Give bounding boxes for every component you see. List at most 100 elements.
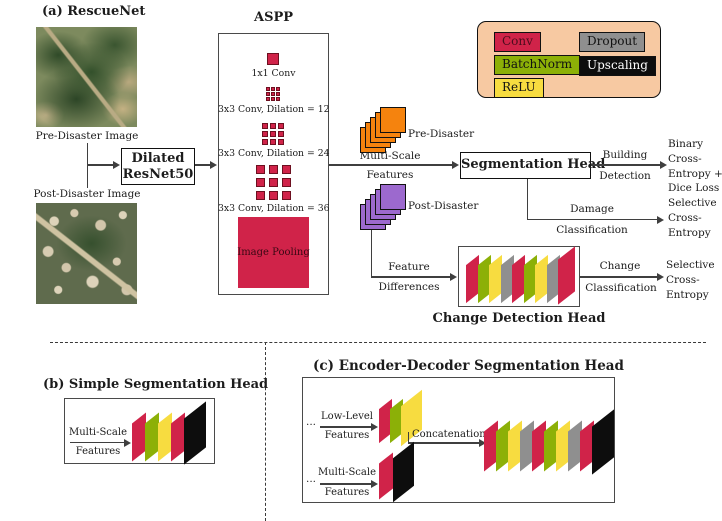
- simple-features-label: Features: [75, 446, 121, 457]
- vertical-dashed-divider: [265, 342, 266, 521]
- simple-head-layer-stack: [132, 401, 212, 465]
- loss-line: Cross-: [668, 152, 702, 165]
- grid-cell: [276, 97, 280, 101]
- grid-cell: [270, 123, 276, 129]
- grid-cell: [270, 139, 276, 145]
- simple-multiscale-label: Multi-Scale: [68, 427, 127, 438]
- layer-plate-conv: [558, 246, 575, 305]
- feature-diff-vline: [370, 230, 372, 277]
- layer-plate-upscaling: [184, 401, 206, 465]
- dilated-resnet50-box: Dilated ResNet50: [121, 148, 195, 185]
- damage-path-vline: [526, 179, 528, 220]
- damage-label: Damage: [570, 203, 614, 215]
- damage-classification-arrowhead-icon: [657, 215, 664, 224]
- grid-cell: [278, 131, 284, 137]
- concat-vline: [407, 432, 409, 443]
- image-pooling-label: Image Pooling: [237, 247, 310, 258]
- grid-cell: [269, 165, 278, 174]
- legend-chip-dropout: Dropout: [579, 32, 646, 52]
- grid-cell: [266, 92, 270, 96]
- post-disaster-image-label: Post-Disaster Image: [33, 188, 141, 200]
- dilated-conv-12-icon: [266, 87, 280, 101]
- legend-chip-relu: ReLU: [494, 78, 544, 98]
- grid-cell: [262, 131, 268, 137]
- feature-differences-arrowhead-icon: [450, 273, 457, 281]
- layer-plate-upscaling: [393, 441, 414, 503]
- grid-cell: [262, 123, 268, 129]
- change-classification-arrowhead-icon: [657, 273, 664, 281]
- multi-scale-layer-stack: [379, 441, 439, 503]
- loss-line: Dice Loss: [668, 182, 720, 195]
- simple-input-arrowhead-icon: [124, 438, 131, 447]
- post-disaster-satellite-image: [36, 203, 137, 304]
- differences-label: Differences: [378, 281, 440, 293]
- change-label: Change: [599, 260, 641, 272]
- pre-disaster-satellite-image: [36, 27, 137, 127]
- conv-1x1-label: 1x1 Conv: [251, 68, 296, 79]
- grid-cell: [271, 87, 275, 91]
- legend-chip-batchnorm: BatchNorm: [494, 55, 581, 75]
- building-label: Building: [602, 149, 648, 161]
- change-classification-label: Classification: [585, 282, 657, 294]
- damage-loss-text: Selective Cross- Entropy: [668, 196, 717, 240]
- feature-differences-line: [371, 276, 451, 278]
- backbone-label-line2: ResNet50: [122, 167, 194, 182]
- pre-disaster-image-label: Pre-Disaster Image: [35, 130, 139, 142]
- grid-cell: [282, 165, 291, 174]
- low-level-features-label: Features: [324, 430, 370, 441]
- backbone-to-aspp-line: [195, 164, 211, 166]
- change-detection-head-label: Change Detection Head: [432, 311, 606, 326]
- aspp-title: ASPP: [253, 10, 294, 25]
- layer-plate-conv: [171, 412, 185, 462]
- to-backbone-arrowhead-icon: [113, 161, 120, 169]
- dilated-conv-36-icon: [256, 165, 291, 200]
- grid-cell: [276, 87, 280, 91]
- loss-line: Cross-: [668, 211, 702, 224]
- change-loss-text: Selective Cross- Entropy: [666, 258, 715, 302]
- grid-cell: [278, 139, 284, 145]
- grid-cell: [282, 178, 291, 187]
- layer-plate-conv: [379, 452, 393, 500]
- concatenation-line: [408, 442, 480, 444]
- pre-disaster-feature-stack: [360, 107, 406, 153]
- loss-line: Entropy: [666, 288, 709, 301]
- conv-1x1-icon: [267, 53, 279, 65]
- building-loss-text: Binary Cross- Entropy + Dice Loss: [668, 137, 722, 196]
- dilation-12-label: 3x3 Conv, Dilation = 12: [218, 104, 330, 115]
- building-detection-arrowhead-icon: [660, 161, 667, 169]
- multi-scale-arrowhead-icon: [371, 480, 378, 488]
- post-disaster-feature-stack: [360, 184, 406, 230]
- layer-plate-upscaling: [592, 409, 614, 475]
- grid-cell: [266, 97, 270, 101]
- loss-line: Entropy +: [668, 167, 722, 180]
- grid-cell: [256, 178, 265, 187]
- concatenation-arrowhead-icon: [479, 439, 486, 447]
- dilated-conv-24-icon: [262, 123, 284, 145]
- damage-classification-line: [527, 218, 658, 221]
- detection-label: Detection: [599, 170, 651, 182]
- loss-line: Cross-: [666, 273, 700, 286]
- grid-cell: [282, 191, 291, 200]
- legend-chip-conv: Conv: [494, 32, 541, 52]
- panel-b-title: (b) Simple Segmentation Head: [43, 377, 269, 392]
- panel-a-title: (a) RescueNet: [42, 4, 146, 19]
- horizontal-dashed-divider: [50, 342, 706, 343]
- low-level-label: Low-Level: [321, 411, 373, 422]
- grid-cell: [266, 87, 270, 91]
- loss-line: Binary: [668, 138, 704, 150]
- grid-cell: [270, 131, 276, 137]
- change-detection-layer-stack: [466, 246, 576, 305]
- aspp-to-seghead-arrowhead-icon: [452, 161, 459, 169]
- change-classification-line: [580, 276, 658, 278]
- grid-cell: [256, 191, 265, 200]
- ellipsis-multi-scale: ...: [306, 473, 317, 485]
- grid-cell: [269, 191, 278, 200]
- building-detection-line: [591, 164, 661, 166]
- grid-cell: [271, 97, 275, 101]
- backbone-label-line1: Dilated: [131, 151, 185, 166]
- post-disaster-features-label: Post-Disaster: [408, 200, 479, 212]
- feature-map-square: [380, 184, 406, 210]
- backbone-to-aspp-arrowhead-icon: [210, 161, 217, 169]
- feature-label: Feature: [388, 261, 430, 273]
